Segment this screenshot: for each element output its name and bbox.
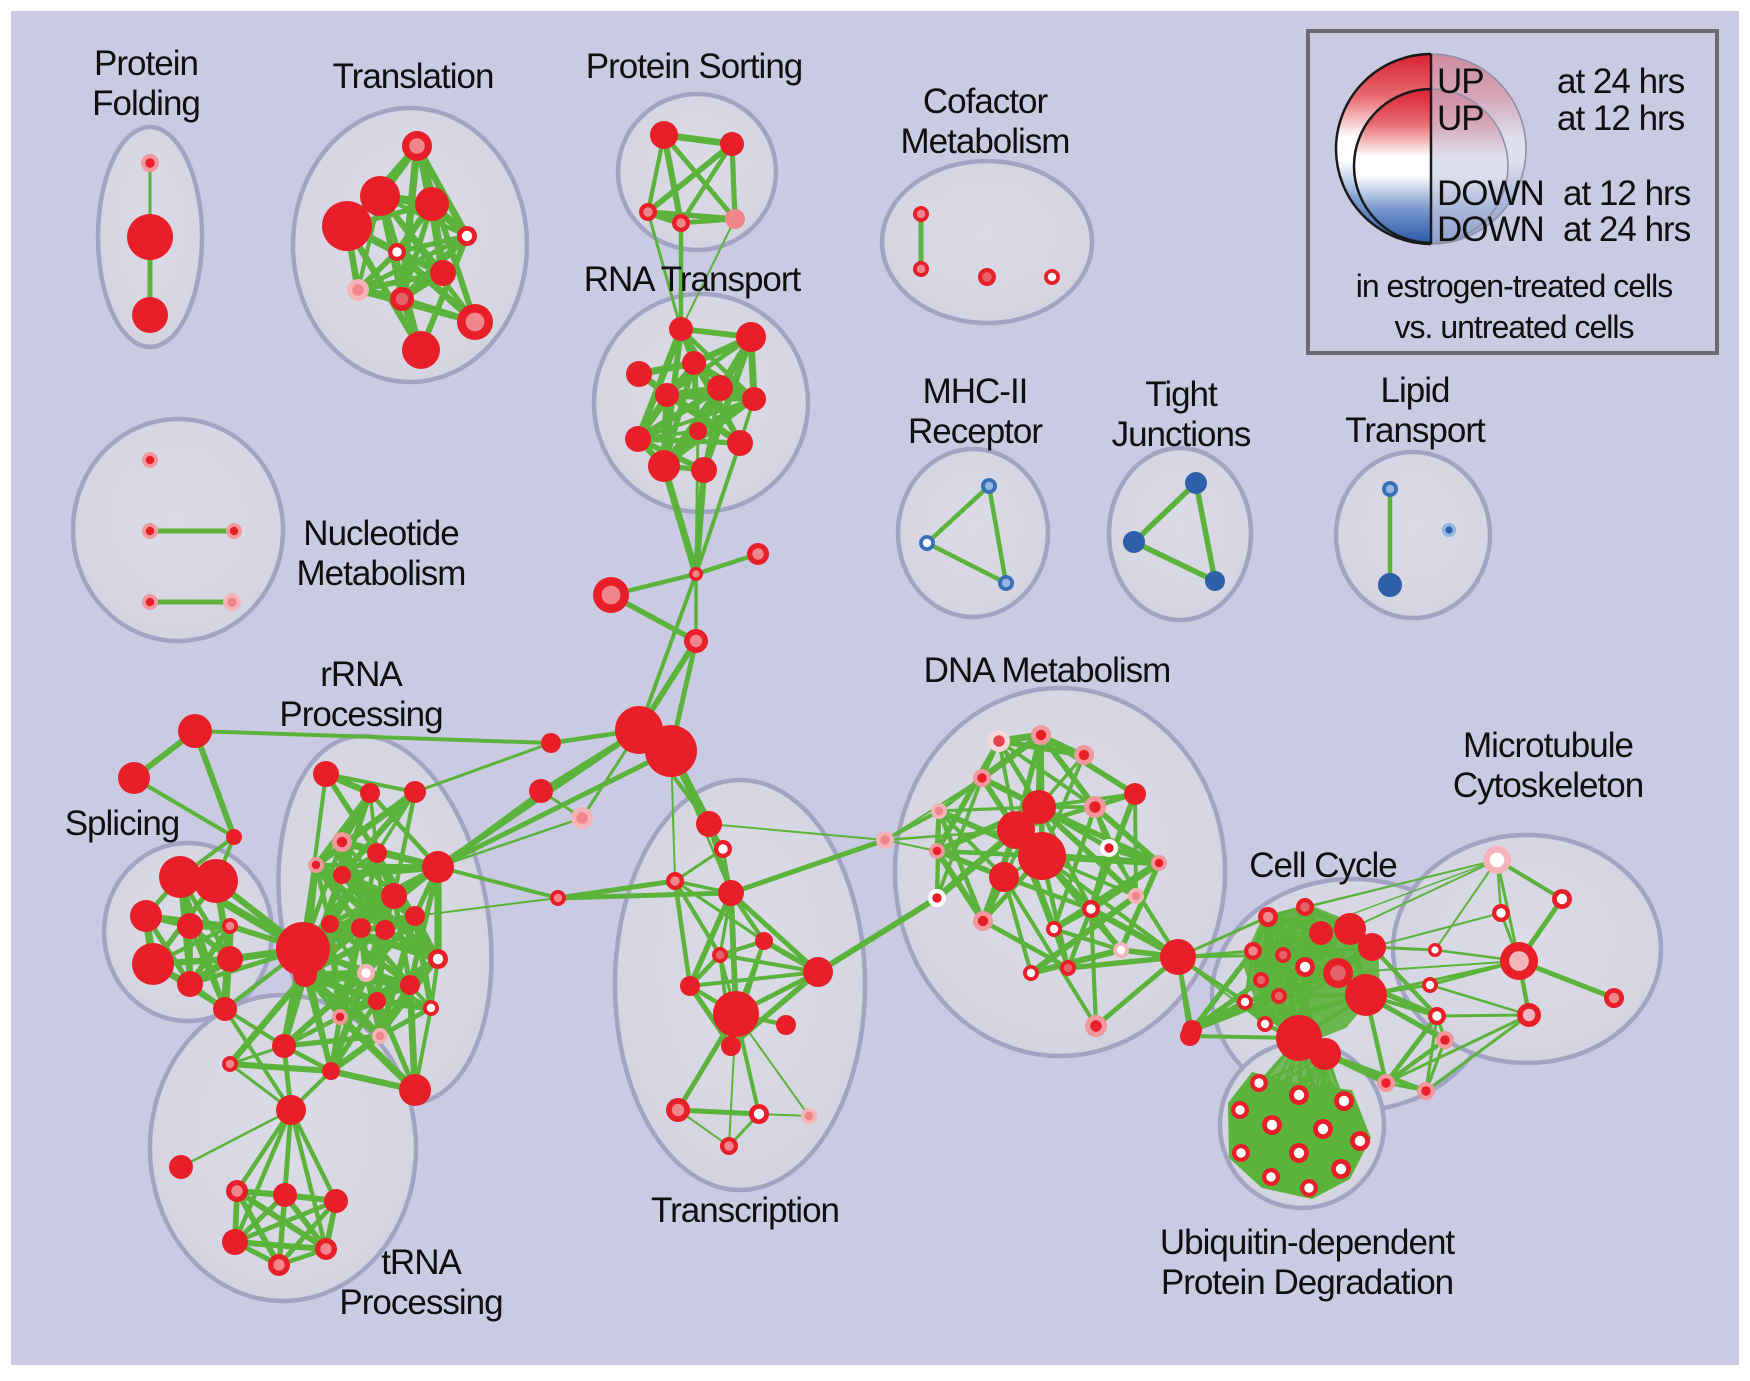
svg-text:at 12 hrs: at 12 hrs (1563, 174, 1691, 213)
svg-text:DOWN: DOWN (1437, 210, 1544, 249)
svg-text:Protein Sorting: Protein Sorting (586, 47, 803, 86)
svg-text:Cell Cycle: Cell Cycle (1249, 846, 1397, 885)
svg-text:DOWN: DOWN (1437, 174, 1544, 213)
svg-text:tRNA: tRNA (381, 1243, 462, 1282)
svg-text:Protein Degradation: Protein Degradation (1161, 1263, 1453, 1302)
svg-text:UP: UP (1437, 62, 1484, 101)
svg-text:UP: UP (1437, 99, 1484, 138)
svg-text:Ubiquitin-dependent: Ubiquitin-dependent (1160, 1223, 1456, 1262)
svg-text:Transcription: Transcription (651, 1191, 839, 1230)
svg-text:DNA Metabolism: DNA Metabolism (924, 651, 1171, 690)
svg-text:Receptor: Receptor (908, 412, 1043, 451)
svg-text:Lipid: Lipid (1381, 371, 1450, 410)
svg-text:Splicing: Splicing (65, 804, 180, 843)
svg-text:Junctions: Junctions (1112, 415, 1251, 454)
svg-text:Microtubule: Microtubule (1463, 726, 1633, 765)
svg-text:Cytoskeleton: Cytoskeleton (1453, 766, 1643, 805)
svg-text:at 24 hrs: at 24 hrs (1563, 210, 1691, 249)
svg-text:Folding: Folding (92, 84, 200, 123)
svg-text:Metabolism: Metabolism (901, 122, 1070, 161)
svg-text:at 24 hrs: at 24 hrs (1557, 62, 1685, 101)
svg-text:vs. untreated cells: vs. untreated cells (1395, 309, 1634, 345)
svg-text:at 12 hrs: at 12 hrs (1557, 99, 1685, 138)
svg-text:Nucleotide: Nucleotide (303, 514, 458, 553)
svg-text:in estrogen-treated cells: in estrogen-treated cells (1356, 268, 1673, 304)
svg-text:Processing: Processing (339, 1283, 502, 1322)
svg-text:rRNA: rRNA (320, 655, 403, 694)
svg-text:Tight: Tight (1145, 375, 1218, 414)
svg-text:Protein: Protein (94, 44, 198, 83)
svg-text:RNA Transport: RNA Transport (584, 260, 802, 299)
svg-text:MHC-II: MHC-II (923, 372, 1028, 411)
svg-text:Transport: Transport (1345, 411, 1486, 450)
svg-text:Translation: Translation (333, 57, 494, 96)
svg-text:Metabolism: Metabolism (297, 554, 466, 593)
svg-text:Processing: Processing (279, 695, 442, 734)
svg-text:Cofactor: Cofactor (923, 82, 1049, 121)
